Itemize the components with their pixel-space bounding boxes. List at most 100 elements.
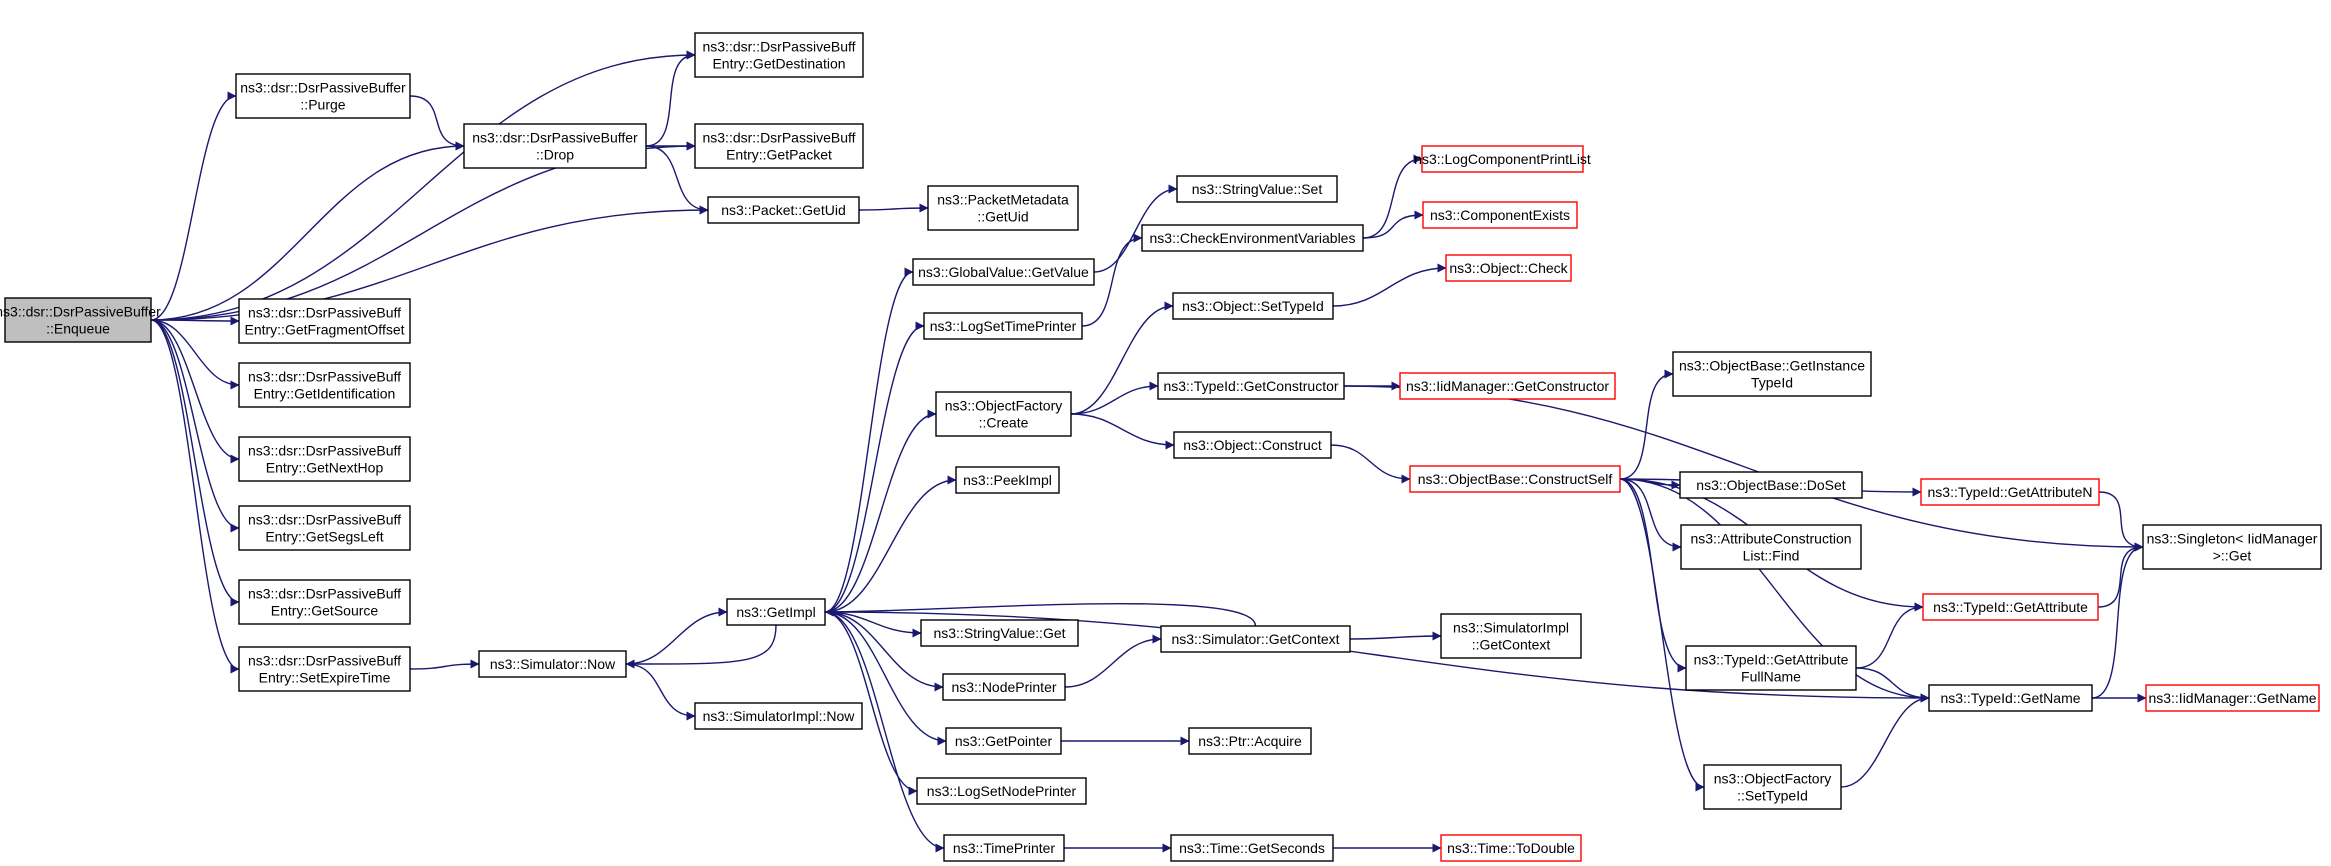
edge-line [150, 319, 240, 464]
edge-typeidgetname-to-singletonget [2091, 542, 2144, 699]
node-typeidgetattrn[interactable]: ns3::TypeId::GetAttributeN [1920, 478, 2100, 506]
node-getsegsleft[interactable]: ns3::dsr::DsrPassiveBuffEntry::GetSegsLe… [238, 505, 411, 551]
edge-purge-to-drop [409, 95, 465, 151]
node-setexpire[interactable]: ns3::dsr::DsrPassiveBuffEntry::SetExpire… [238, 646, 411, 692]
node-getnexthop[interactable]: ns3::dsr::DsrPassiveBuffEntry::GetNextHo… [238, 436, 411, 482]
node-label-line: ns3::ObjectBase::ConstructSelf [1418, 471, 1613, 487]
node-objcheck[interactable]: ns3::Object::Check [1445, 254, 1572, 282]
edge-line [625, 663, 696, 721]
node-typeidgetattr[interactable]: ns3::TypeId::GetAttribute [1922, 593, 2099, 621]
node-simimplgetcontext[interactable]: ns3::SimulatorImpl::GetContext [1440, 613, 1582, 659]
edge-obconstructself-to-attrconsfind [1619, 478, 1682, 552]
node-box [1680, 524, 1862, 570]
node-getdest[interactable]: ns3::dsr::DsrPassiveBuffEntry::GetDestin… [694, 32, 864, 78]
node-box [942, 673, 1066, 701]
node-typeidgetctor[interactable]: ns3::TypeId::GetConstructor [1157, 372, 1345, 400]
edge-line [1855, 667, 1930, 703]
node-timegetseconds[interactable]: ns3::Time::GetSeconds [1170, 834, 1334, 862]
node-ptracquire[interactable]: ns3::Ptr::Acquire [1188, 727, 1312, 755]
node-box [2142, 524, 2322, 570]
edge-line [1349, 631, 1442, 641]
node-box [1170, 834, 1334, 862]
node-nodeprinter[interactable]: ns3::NodePrinter [942, 673, 1066, 701]
node-ofcreate[interactable]: ns3::ObjectFactory::Create [935, 391, 1072, 437]
node-timetodouble[interactable]: ns3::Time::ToDouble [1440, 834, 1582, 862]
edge-simnow-to-simimplnow [625, 663, 696, 721]
node-box [1928, 684, 2093, 712]
node-pmgetuid[interactable]: ns3::PacketMetadata::GetUid [927, 185, 1079, 231]
node-label-line: ns3::TypeId::GetAttributeN [1928, 484, 2093, 500]
node-box [1703, 764, 1842, 810]
edge-enqueue-to-setexpire [150, 319, 240, 674]
node-simnow[interactable]: ns3::Simulator::Now [478, 650, 627, 678]
node-obconstructself[interactable]: ns3::ObjectBase::ConstructSelf [1409, 465, 1621, 493]
node-label-line: ::SetTypeId [1737, 788, 1808, 804]
node-label-line: ns3::dsr::DsrPassiveBuff [248, 369, 401, 385]
node-objconstruct[interactable]: ns3::Object::Construct [1173, 431, 1332, 459]
node-box [912, 258, 1095, 286]
node-strvalget[interactable]: ns3::StringValue::Get [920, 619, 1079, 647]
node-iidgetctor[interactable]: ns3::IidManager::GetConstructor [1399, 372, 1616, 400]
node-iidgetname[interactable]: ns3::IidManager::GetName [2145, 684, 2320, 712]
edge-simgetcontext-to-simimplgetcontext [1349, 631, 1442, 641]
node-box [943, 834, 1065, 862]
node-getpointer[interactable]: ns3::GetPointer [945, 727, 1062, 755]
node-label-line: Entry::GetSegsLeft [265, 529, 383, 545]
node-label-line: ns3::dsr::DsrPassiveBuff [248, 512, 401, 528]
edge-line [409, 95, 465, 151]
edge-simnow-to-getimpl [625, 607, 728, 665]
node-compexists[interactable]: ns3::ComponentExists [1422, 201, 1578, 229]
node-label-line: ns3::SimulatorImpl::Now [703, 708, 856, 724]
node-label-line: ns3::AttributeConstruction [1690, 531, 1851, 547]
edge-line [2097, 542, 2144, 608]
edge-nodeprinter-to-simgetcontext [1064, 634, 1162, 688]
node-box [1160, 625, 1351, 653]
edge-line [625, 624, 777, 669]
edge-line [409, 659, 480, 670]
node-obdoset[interactable]: ns3::ObjectBase::DoSet [1679, 471, 1863, 499]
node-logsetnodeprinter[interactable]: ns3::LogSetNodePrinter [916, 777, 1087, 805]
node-simimplnow[interactable]: ns3::SimulatorImpl::Now [694, 702, 863, 730]
node-getfrag[interactable]: ns3::dsr::DsrPassiveBuffEntry::GetFragme… [238, 298, 411, 344]
node-label-line: Entry::GetPacket [726, 147, 832, 163]
node-typeidgetname[interactable]: ns3::TypeId::GetName [1928, 684, 2093, 712]
node-peekimpl[interactable]: ns3::PeekImpl [955, 466, 1060, 494]
edge-enqueue-to-getnexthop [150, 319, 240, 464]
node-packetgetuid[interactable]: ns3::Packet::GetUid [707, 196, 860, 224]
node-timeprinter[interactable]: ns3::TimePrinter [943, 834, 1065, 862]
node-getident[interactable]: ns3::dsr::DsrPassiveBuffEntry::GetIdenti… [238, 362, 411, 408]
node-checkenv[interactable]: ns3::CheckEnvironmentVariables [1141, 224, 1364, 252]
node-ofsettypeid[interactable]: ns3::ObjectFactory::SetTypeId [1703, 764, 1842, 810]
node-drop[interactable]: ns3::dsr::DsrPassiveBuffer::Drop [463, 123, 647, 169]
edge-getimpl-to-simnow [625, 624, 777, 669]
node-gvgetvalue[interactable]: ns3::GlobalValue::GetValue [912, 258, 1095, 286]
node-purge[interactable]: ns3::dsr::DsrPassiveBuffer::Purge [235, 73, 411, 119]
node-logcompprint[interactable]: ns3::LogComponentPrintList [1414, 145, 1591, 173]
node-label-line: ::Drop [536, 147, 574, 163]
edge-enqueue-to-getpacket [150, 141, 696, 321]
node-label-line: ::Enqueue [46, 321, 110, 337]
node-logsettimeprinter[interactable]: ns3::LogSetTimePrinter [923, 312, 1083, 340]
node-box [923, 312, 1083, 340]
node-label-line: ns3::StringValue::Set [1192, 181, 1323, 197]
node-getimpl[interactable]: ns3::GetImpl [726, 598, 826, 626]
node-label-line: Entry::GetNextHop [266, 460, 384, 476]
node-box [1920, 478, 2100, 506]
node-box [1672, 351, 1872, 397]
node-box [1440, 834, 1582, 862]
node-singletonget[interactable]: ns3::Singleton< IidManager>::Get [2142, 524, 2322, 570]
node-label-line: ns3::Time::ToDouble [1447, 840, 1575, 856]
edge-line [1093, 184, 1178, 273]
node-simgetcontext[interactable]: ns3::Simulator::GetContext [1160, 625, 1351, 653]
node-box [1399, 372, 1616, 400]
node-strvalset[interactable]: ns3::StringValue::Set [1176, 175, 1338, 203]
node-label-line: ns3::dsr::DsrPassiveBuffer [0, 304, 161, 320]
edge-line [645, 50, 696, 147]
node-objsettypeid[interactable]: ns3::Object::SetTypeId [1172, 292, 1334, 320]
